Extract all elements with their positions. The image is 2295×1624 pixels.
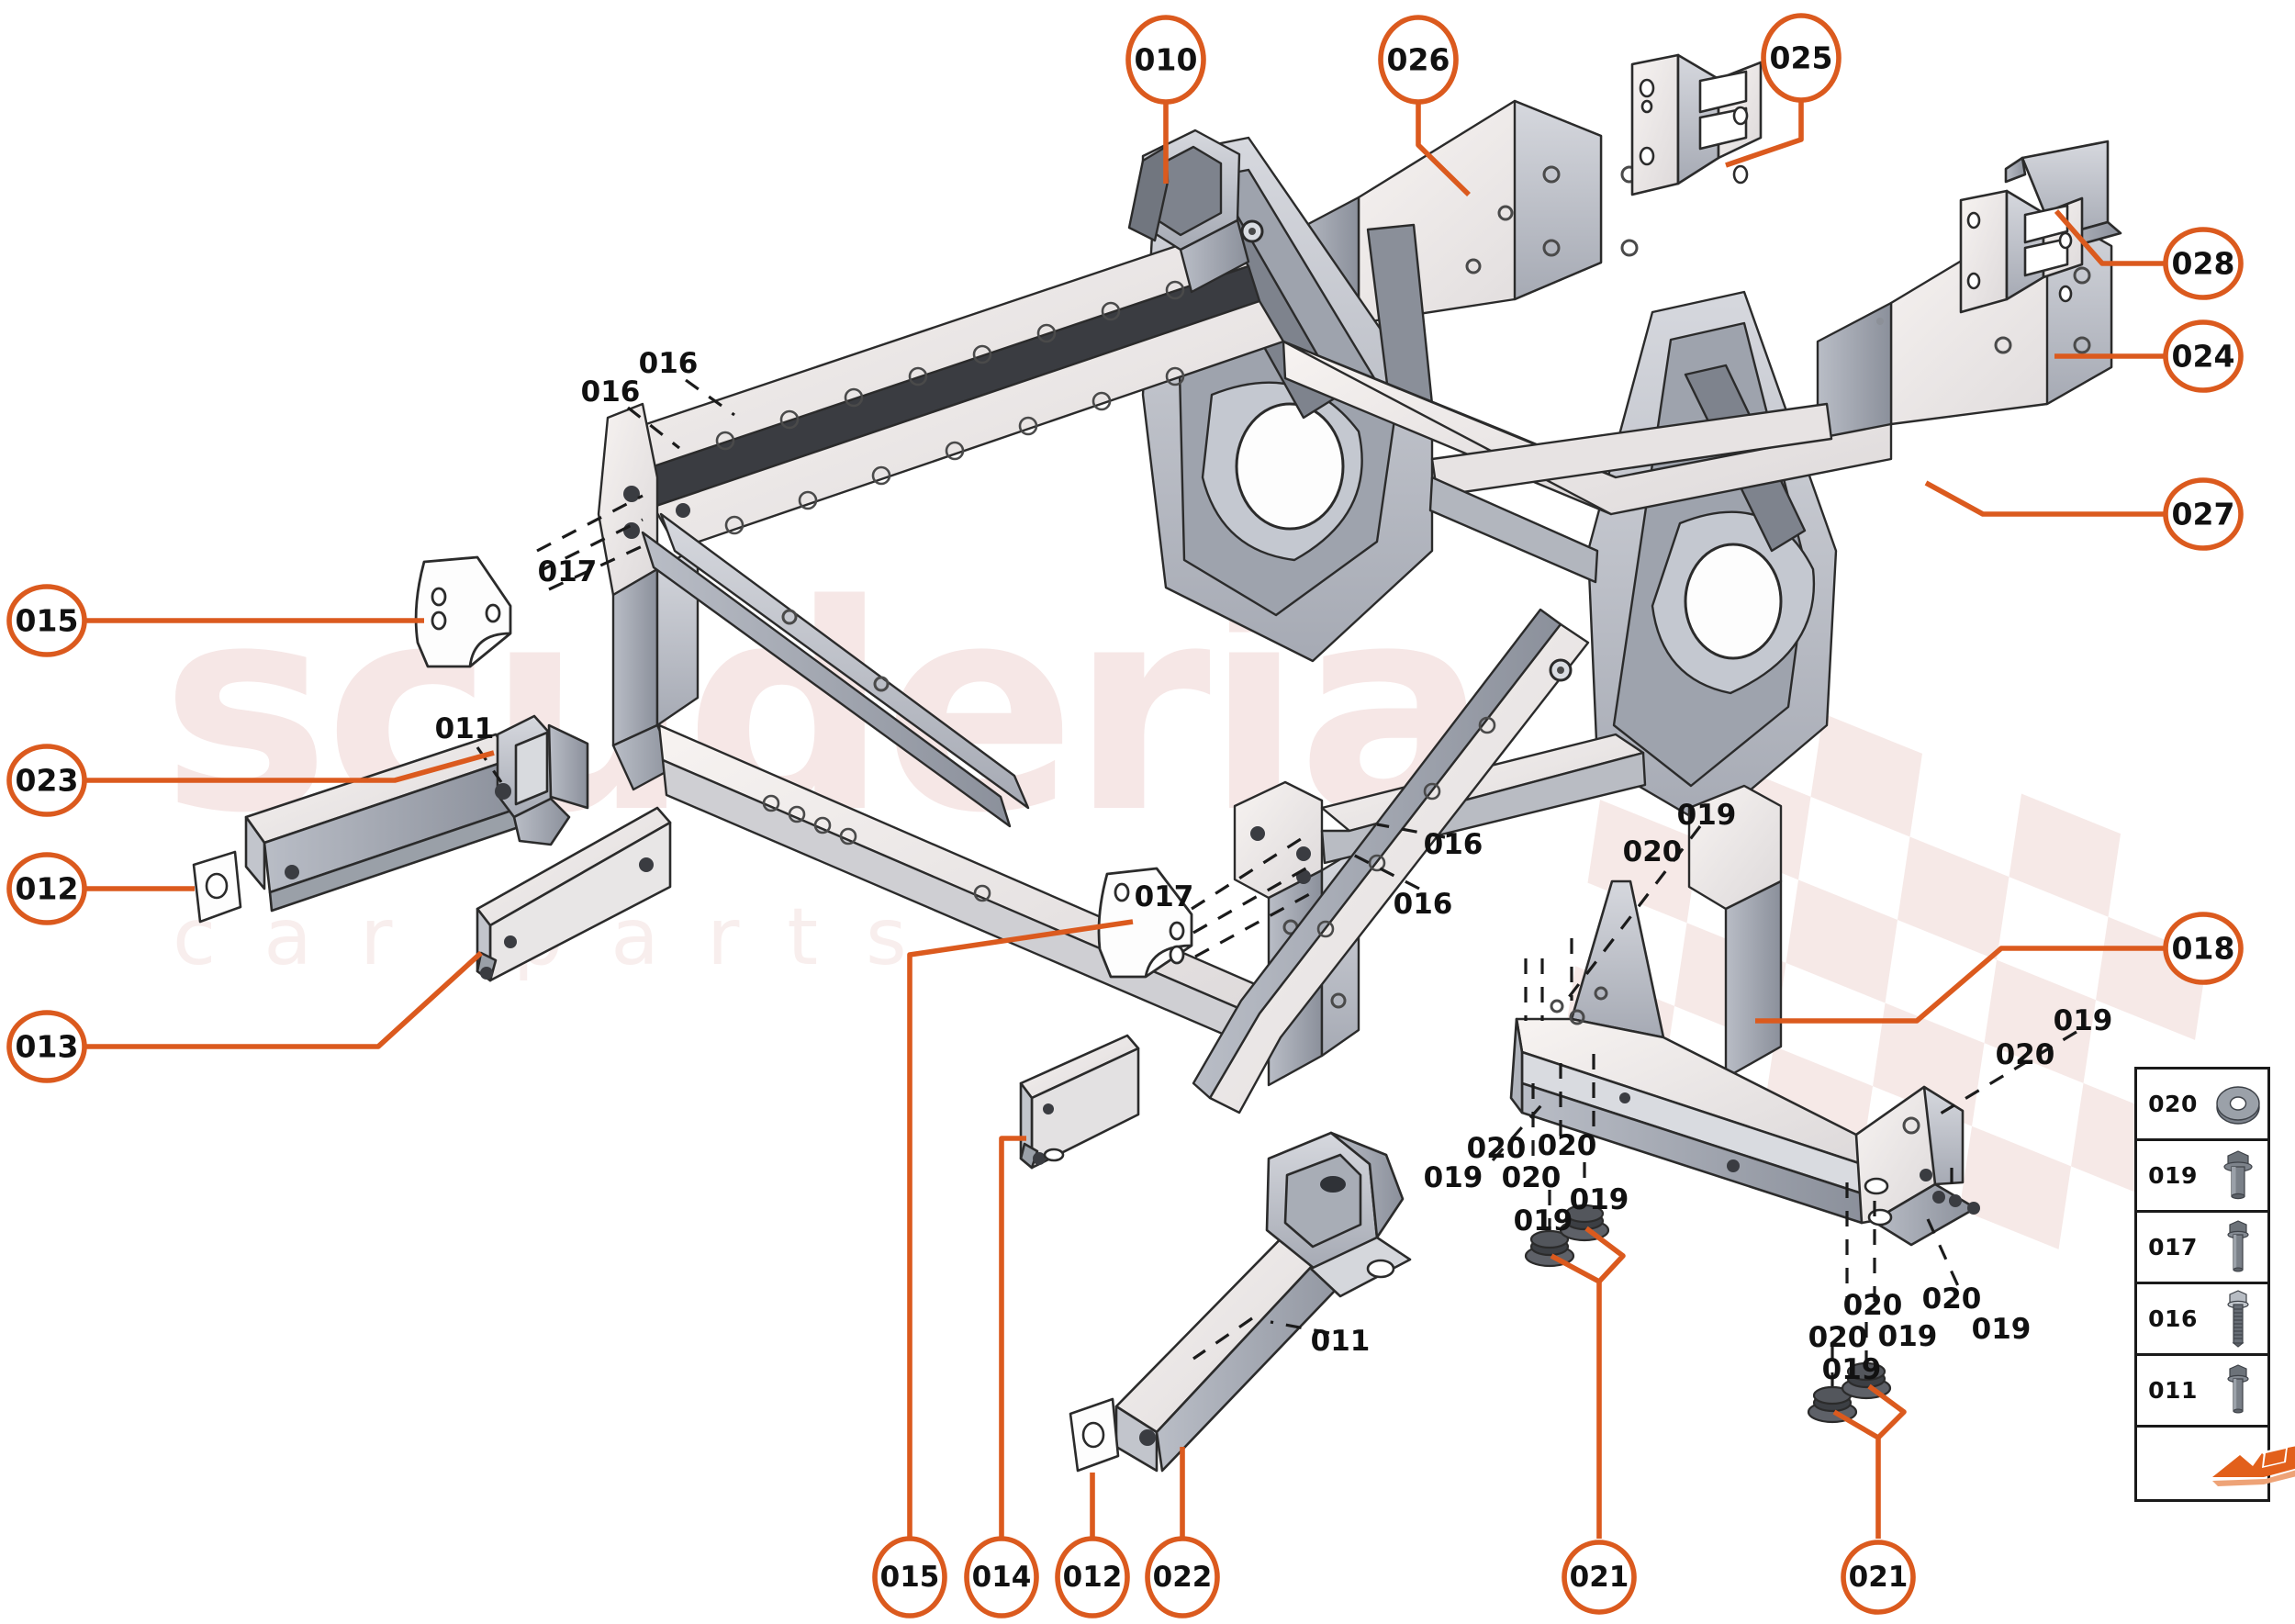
part-018-crossmember: [1509, 879, 1980, 1247]
inline-label-020-h: 020: [1922, 1282, 1982, 1316]
callout-014-bubble[interactable]: [964, 1536, 1039, 1618]
callout-012-label: 012: [16, 871, 79, 907]
inline-part-labels: 016 016 017 011 017 016 016 011 019 020 …: [435, 347, 2113, 1386]
callout-015-label: 015: [16, 603, 79, 639]
callout-012-bottom-label: 012: [1063, 1561, 1123, 1594]
washer-icon: [2209, 1080, 2267, 1129]
callout-028-label: 028: [2172, 246, 2235, 282]
inline-label-020-d: 020: [1538, 1129, 1597, 1162]
hex-bolt-icon: [2209, 1363, 2267, 1418]
inline-label-017-b: 017: [1135, 880, 1194, 913]
callout-021-left-bubble[interactable]: [1562, 1540, 1637, 1615]
legend-code-016: 016: [2148, 1305, 2198, 1332]
legend-code-019: 019: [2148, 1162, 2198, 1189]
callout-026-label: 026: [1387, 42, 1450, 78]
inline-label-011-a: 011: [435, 712, 495, 745]
inline-label-020-f: 020: [1843, 1289, 1903, 1322]
callout-bubbles[interactable]: 010 026 025 028 024 027 015 023 012 013 …: [6, 13, 2244, 1618]
part-023-rail: [244, 714, 589, 913]
callout-027-bubble[interactable]: [2163, 477, 2244, 551]
callout-013-bubble[interactable]: [6, 1010, 87, 1083]
callout-010-bubble[interactable]: [1125, 15, 1206, 105]
inline-label-020-e: 020: [1502, 1161, 1562, 1194]
callout-015-bottom-bubble[interactable]: [872, 1536, 947, 1618]
legend-row-flag: [2137, 1428, 2295, 1499]
inline-label-020-a: 020: [1623, 835, 1683, 868]
inline-label-019-a: 019: [1677, 799, 1737, 832]
inline-label-019-d: 019: [1570, 1183, 1629, 1216]
callout-025-label: 025: [1770, 40, 1833, 76]
inline-label-020-c: 020: [1467, 1132, 1527, 1165]
callout-014-label: 014: [972, 1561, 1032, 1594]
callout-012-bubble[interactable]: [6, 852, 87, 925]
legend-code-017: 017: [2148, 1234, 2198, 1260]
part-017-bracket-center: [1097, 867, 1193, 979]
callout-018-label: 018: [2172, 931, 2235, 967]
callout-010-label: 010: [1135, 42, 1198, 78]
inline-label-019-f: 019: [1972, 1313, 2032, 1346]
parts-legend-table: 020 019 017: [2134, 1067, 2295, 1502]
inline-label-016-c: 016: [1424, 828, 1483, 861]
inline-label-016-b: 016: [581, 375, 641, 409]
inline-label-017-a: 017: [538, 555, 598, 588]
inline-label-019-h: 019: [1822, 1353, 1882, 1386]
inline-label-011-b: 011: [1311, 1325, 1371, 1358]
inline-label-019-g: 019: [1878, 1320, 1938, 1353]
callout-024-label: 024: [2172, 339, 2235, 375]
inline-label-020-g: 020: [1808, 1321, 1868, 1354]
callout-013-label: 013: [16, 1029, 79, 1065]
part-012-plate-bottom: [1069, 1397, 1120, 1473]
legend-code-020: 020: [2148, 1091, 2198, 1117]
legend-row-017[interactable]: 017: [2137, 1213, 2267, 1284]
callout-021-left-label: 021: [1570, 1561, 1629, 1594]
callout-015-bottom-label: 015: [880, 1561, 940, 1594]
inline-label-016-a: 016: [639, 347, 699, 380]
callout-026-bubble[interactable]: [1378, 15, 1459, 105]
callout-021-right-label: 021: [1849, 1561, 1909, 1594]
callout-012-bottom-bubble[interactable]: [1055, 1536, 1130, 1618]
legend-row-019[interactable]: 019: [2137, 1141, 2267, 1213]
legend-row-016[interactable]: 016: [2137, 1284, 2267, 1356]
flange-bolt-icon: [2209, 1148, 2267, 1204]
callout-leaders: [85, 97, 2165, 1539]
threaded-bolt-icon: [2209, 1289, 2267, 1349]
callout-023-bubble[interactable]: [6, 744, 87, 817]
callout-027-label: 027: [2172, 497, 2235, 532]
callout-024-bubble[interactable]: [2163, 319, 2244, 393]
inline-label-019-e: 019: [1514, 1204, 1573, 1238]
part-013-panel: [476, 806, 672, 982]
callout-021-right-bubble[interactable]: [1841, 1540, 1916, 1615]
legend-row-011[interactable]: 011: [2137, 1356, 2267, 1428]
checkered-flag-icon: [2209, 1437, 2295, 1490]
dashed-leaders: [476, 378, 2077, 1386]
part-022-rail: [1114, 1131, 1412, 1473]
inline-label-019-b: 019: [2054, 1004, 2113, 1037]
callout-018-bubble[interactable]: [2163, 912, 2244, 985]
part-012-plate-left: [192, 850, 242, 924]
callout-023-label: 023: [16, 763, 79, 799]
inline-label-020-b: 020: [1996, 1038, 2055, 1071]
part-014-panel: [1019, 1034, 1140, 1170]
callout-015-bubble[interactable]: [6, 584, 87, 657]
part-021-bushings-left: [1524, 1204, 1610, 1268]
part-025-bracket: [1630, 53, 1763, 196]
callout-025-bubble[interactable]: [1761, 13, 1842, 103]
hex-bolt-icon: [2209, 1219, 2267, 1276]
legend-row-020[interactable]: 020: [2137, 1070, 2267, 1141]
part-024-bracket: [1959, 189, 2084, 314]
callout-028-bubble[interactable]: [2163, 227, 2244, 300]
legend-code-011: 011: [2148, 1377, 2198, 1404]
callout-022-label: 022: [1153, 1561, 1213, 1594]
inline-label-016-d: 016: [1394, 888, 1453, 921]
chassis-frame-assembly: [597, 99, 2113, 1114]
part-015-bracket-left: [414, 555, 512, 668]
inline-label-019-c: 019: [1424, 1161, 1483, 1194]
callout-022-bubble[interactable]: [1145, 1536, 1220, 1618]
